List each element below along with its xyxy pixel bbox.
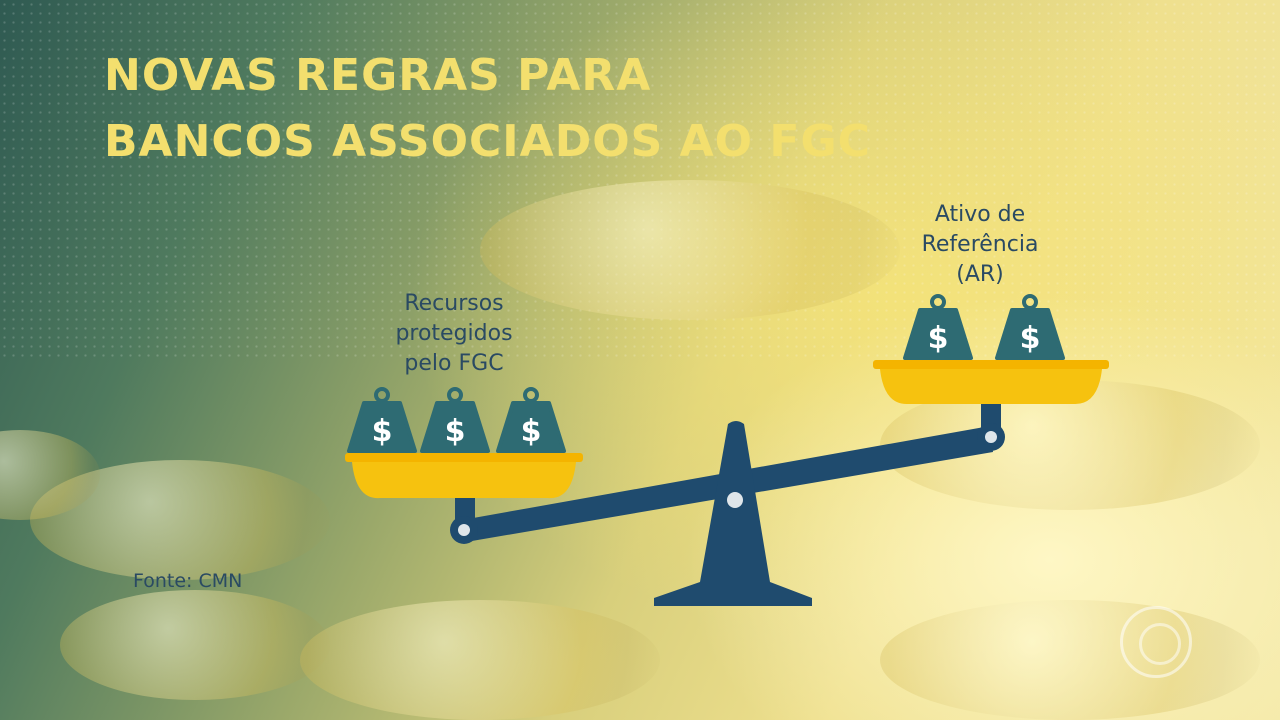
left-pan-label: Recursos protegidos pelo FGC [370,289,538,379]
left-label-line: Recursos [404,291,504,316]
scale-pivot [727,492,743,508]
right-pan-label: Ativo de Referência (AR) [890,200,1070,290]
right-label-line: (AR) [956,262,1004,287]
left-pan-bowl [352,462,576,499]
left-label-line: pelo FGC [404,351,504,376]
right-weights-group: $$ [903,294,1065,360]
left-joint-dot [458,524,470,536]
right-label-line: Referência [921,232,1039,257]
dollar-symbol: $ [521,414,542,449]
left-hanger [455,490,475,525]
right-joint-dot [985,431,997,443]
dollar-symbol: $ [372,414,393,449]
right-label-line: Ativo de [934,202,1026,227]
logo-inner-ring [1139,623,1181,665]
dollar-symbol: $ [1020,321,1041,356]
headline-line-1: NOVAS REGRAS PARA [104,50,652,101]
left-weights-group: $ $ $ [347,387,566,453]
right-pan-rim [873,360,1109,369]
coin-blur [300,600,660,720]
dollar-weight-icon: $ [420,387,490,453]
coin-blur [480,180,900,320]
dollar-weight-icon: $ [903,294,973,360]
dollar-symbol: $ [928,321,949,356]
dollar-weight-icon: $ [347,387,417,453]
source-note: Fonte: CMN [133,570,243,592]
scale-stand [654,421,812,606]
coin-blur [60,590,330,700]
dollar-weight-icon: $ [995,294,1065,360]
headline-line-2: BANCOS ASSOCIADOS AO FGC [104,116,871,167]
right-pan-bowl [880,369,1102,405]
left-pan-rim [345,453,583,462]
dollar-weight-icon: $ [496,387,566,453]
coin-blur [880,600,1260,720]
broadcaster-logo [1120,606,1192,678]
dollar-symbol: $ [445,414,466,449]
left-label-line: protegidos [395,321,513,346]
